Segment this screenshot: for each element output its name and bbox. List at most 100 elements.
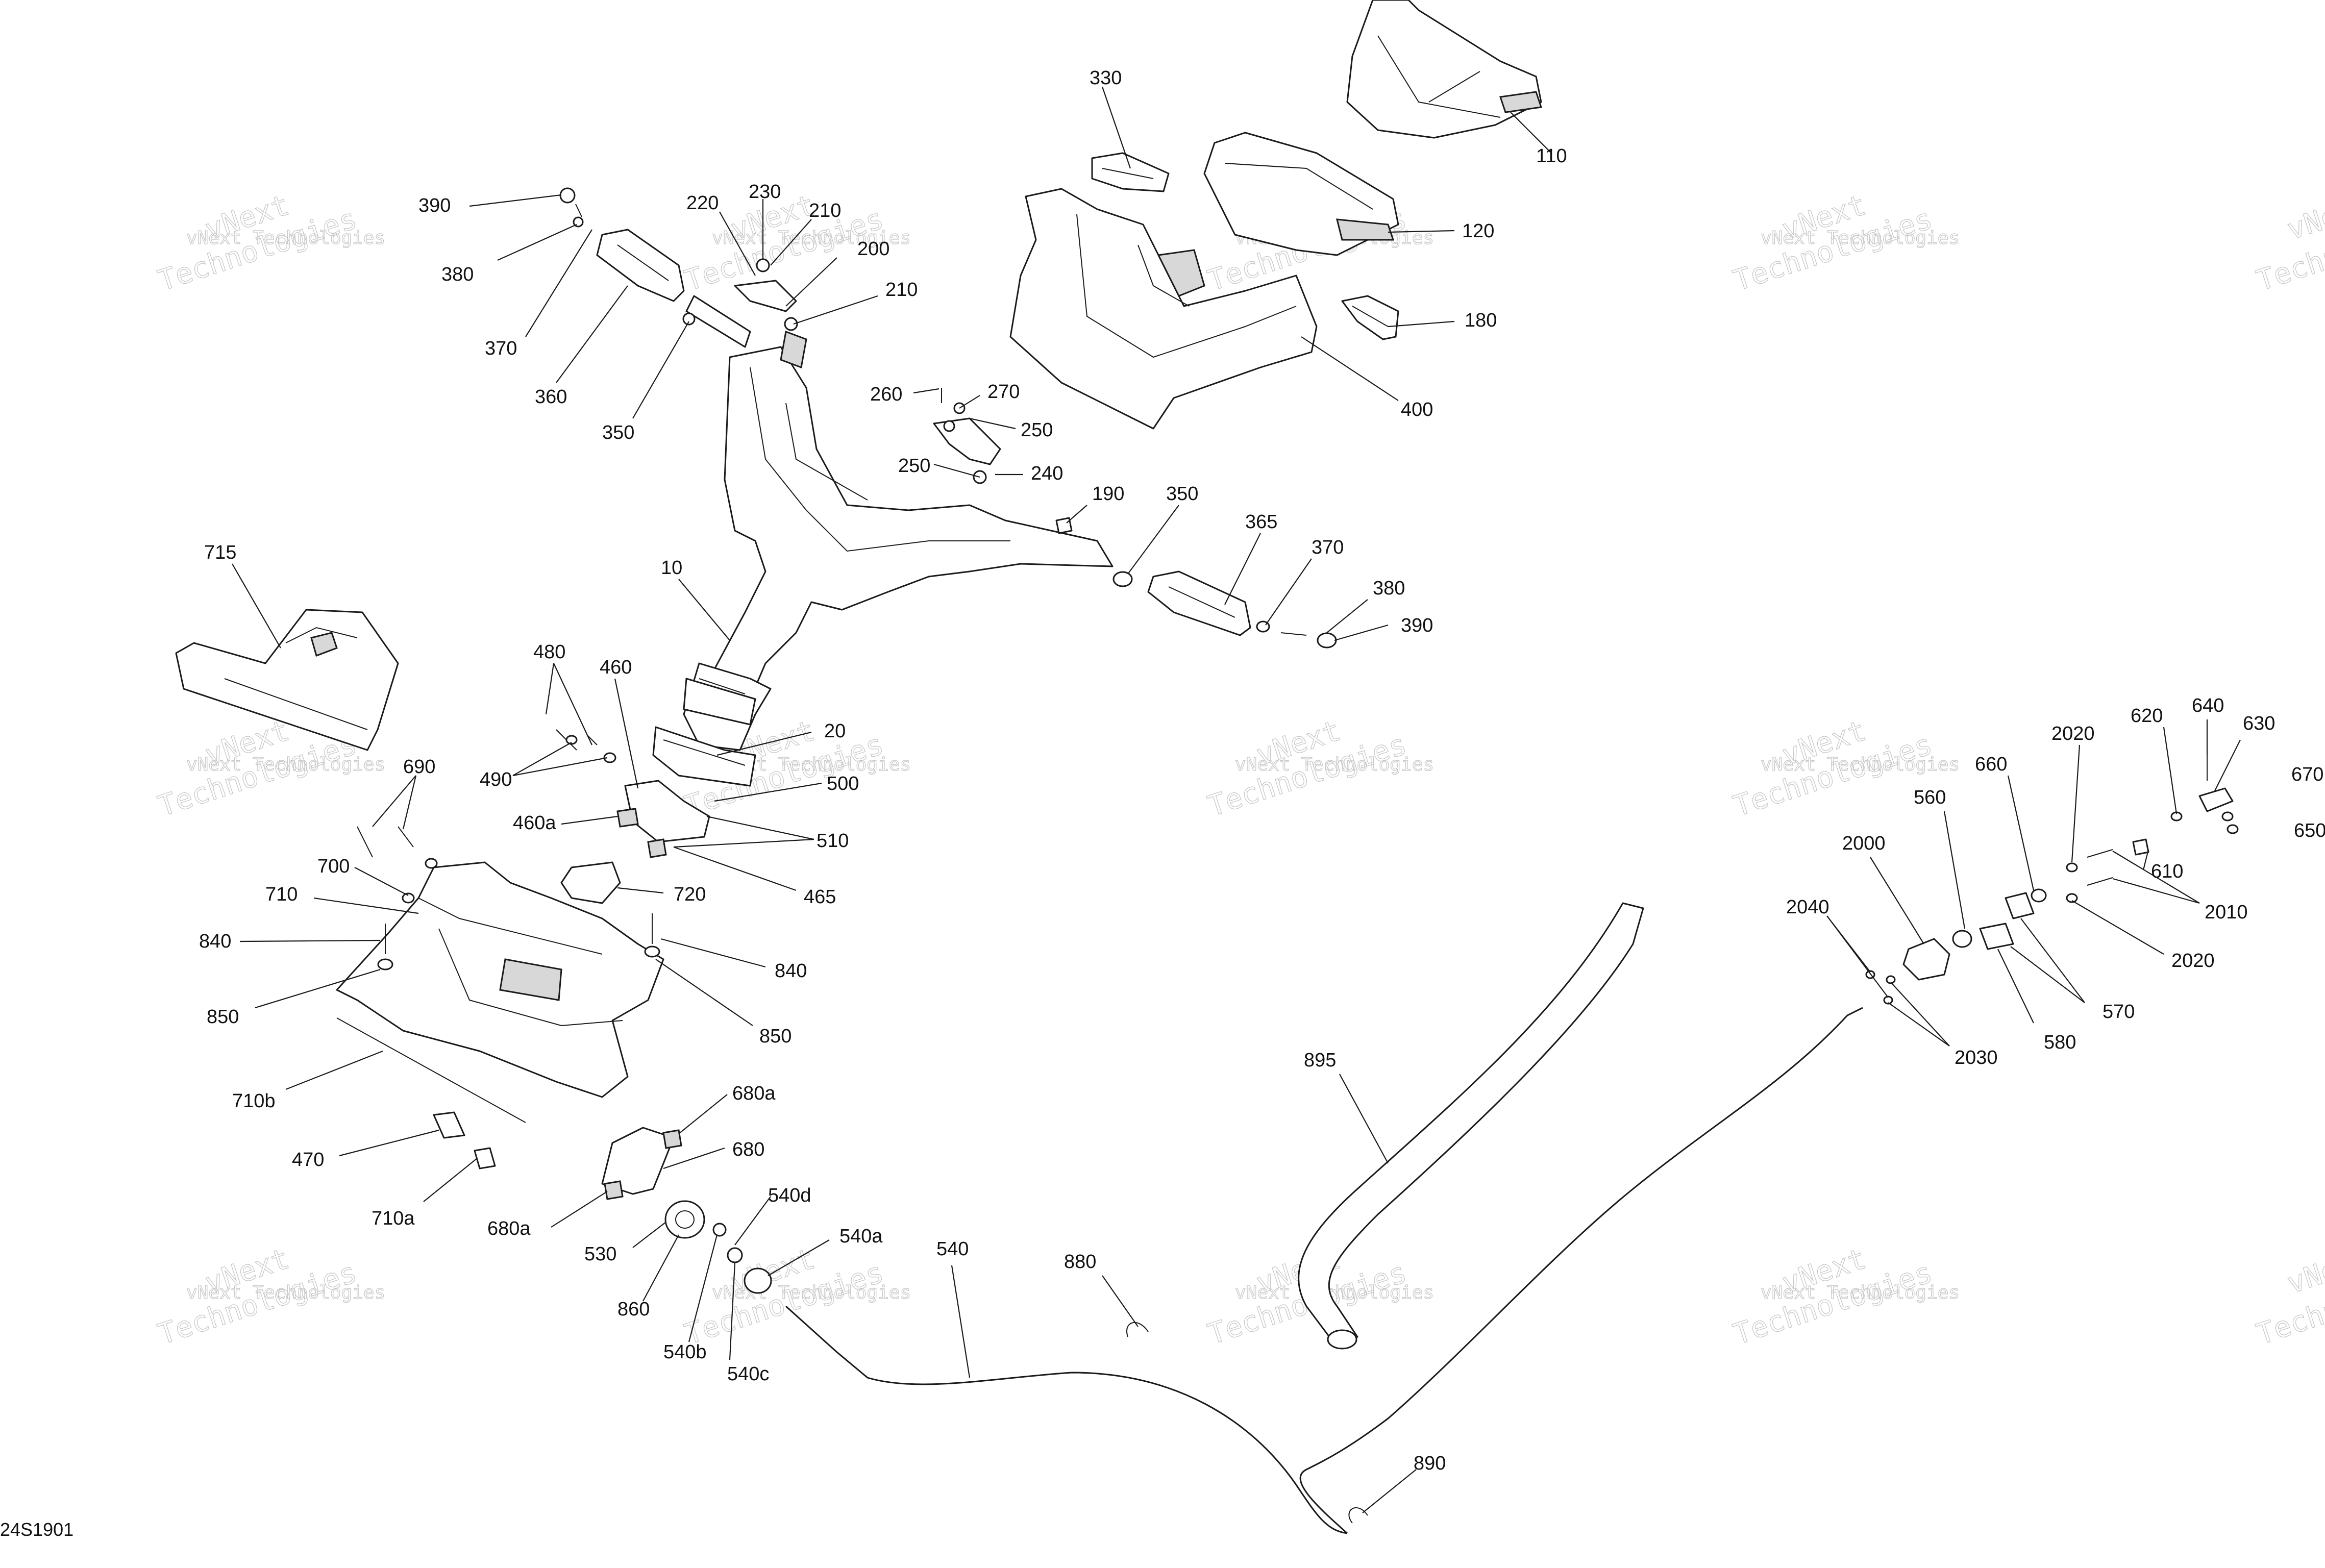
leader-line xyxy=(285,1050,383,1090)
part-470 xyxy=(433,1111,465,1139)
part-10-column xyxy=(683,662,772,751)
watermark: vNext Technologies xyxy=(2253,188,2325,298)
watermark: vNext Technologies vNext Technologies xyxy=(1729,188,1960,298)
leader-line xyxy=(2020,918,2085,1003)
callout-840-left: 840 xyxy=(199,931,231,952)
leader-line xyxy=(617,887,664,894)
callout-510: 510 xyxy=(817,830,849,852)
leader-line xyxy=(913,388,939,394)
leader-line xyxy=(1339,1074,1389,1164)
callout-2040: 2040 xyxy=(1786,897,1829,918)
leader-line xyxy=(2214,739,2241,791)
callout-700: 700 xyxy=(317,856,350,877)
leader-line xyxy=(632,321,689,419)
callout-540b: 540b xyxy=(663,1341,707,1363)
part-895-hose xyxy=(1298,902,1644,1350)
leader-line xyxy=(423,1158,478,1202)
callout-210-top: 210 xyxy=(809,200,841,221)
callout-220: 220 xyxy=(686,192,719,214)
leader-line xyxy=(663,1147,725,1169)
leader-line xyxy=(951,1265,971,1378)
part-180-clip xyxy=(1341,295,1399,340)
watermark-line: vNext xyxy=(2283,188,2325,246)
callout-850-left: 850 xyxy=(207,1006,239,1028)
callout-2000: 2000 xyxy=(1842,833,1886,854)
part-710b-plate xyxy=(336,1017,526,1123)
leader-line xyxy=(673,838,814,848)
leader-line xyxy=(770,219,812,266)
leader-line xyxy=(1301,336,1399,401)
callout-390-right: 390 xyxy=(1401,615,1433,636)
leader-line xyxy=(2071,900,2164,955)
callout-390-left: 390 xyxy=(418,195,451,216)
leader-line xyxy=(2142,849,2149,870)
callout-350-left: 350 xyxy=(602,422,634,443)
leader-line xyxy=(1388,230,1455,233)
watermark: vNext Technologies vNext Technologies xyxy=(154,188,386,298)
callout-850-right: 850 xyxy=(759,1026,792,1047)
callout-10: 10 xyxy=(661,557,682,579)
leader-line xyxy=(525,229,592,337)
callout-350-right: 350 xyxy=(1166,483,1198,505)
leader-line xyxy=(469,194,562,207)
part-365-grip-right xyxy=(1112,570,1337,649)
leader-line xyxy=(793,295,878,325)
part-630-lever xyxy=(2170,755,2239,834)
leader-line xyxy=(1870,857,1924,944)
leader-line xyxy=(632,1222,666,1248)
callout-330: 330 xyxy=(1090,67,1122,89)
watermark-line: vNext Technologies xyxy=(1761,1282,1960,1303)
part-710a xyxy=(474,1147,496,1169)
leader-line xyxy=(1943,811,1966,929)
callout-210-lower: 210 xyxy=(885,279,918,301)
callout-460: 460 xyxy=(600,657,632,678)
leader-line xyxy=(642,1234,679,1302)
callout-540a: 540a xyxy=(839,1226,883,1247)
leader-line xyxy=(969,417,1016,430)
part-2000-housing xyxy=(1865,838,2149,1005)
callout-460a: 460a xyxy=(513,812,556,834)
leader-line xyxy=(553,663,592,745)
leader-line xyxy=(1362,1469,1417,1513)
watermark: vNext Technologies vNext Technologies xyxy=(1729,1242,1960,1352)
callout-190: 190 xyxy=(1092,483,1124,505)
callout-570: 570 xyxy=(2103,1001,2135,1023)
leader-line xyxy=(1101,86,1131,169)
callout-230: 230 xyxy=(749,181,781,203)
leader-line xyxy=(655,959,753,1026)
leader-line xyxy=(785,257,837,307)
leader-line xyxy=(2010,946,2085,1003)
watermark-line: vNext Technologies xyxy=(1235,754,1434,775)
leader-line xyxy=(1890,982,1950,1047)
callout-680a-bottom: 680a xyxy=(487,1218,531,1239)
callout-120: 120 xyxy=(1462,220,1494,242)
callout-2020-top: 2020 xyxy=(2051,723,2095,744)
leader-line xyxy=(512,757,608,777)
part-330-bracket xyxy=(1091,152,1170,192)
callout-110: 110 xyxy=(1536,145,1567,167)
callout-200: 200 xyxy=(857,238,889,260)
callout-630: 630 xyxy=(2243,713,2275,734)
callout-560: 560 xyxy=(1914,787,1946,808)
callout-660: 660 xyxy=(1975,754,2007,775)
leader-line xyxy=(2112,851,2200,904)
leader-line xyxy=(660,938,766,968)
callout-2020-bottom: 2020 xyxy=(2171,950,2215,972)
leader-line xyxy=(734,1196,771,1246)
callout-365: 365 xyxy=(1245,511,1277,533)
leader-line xyxy=(232,563,281,649)
leader-line xyxy=(551,1191,608,1228)
callout-540c: 540c xyxy=(727,1363,769,1385)
leader-line xyxy=(239,939,381,942)
callout-680a-top: 680a xyxy=(732,1083,776,1104)
callout-540: 540 xyxy=(936,1238,969,1260)
watermark-line: vNext Technologies xyxy=(712,228,911,248)
callout-380-left: 380 xyxy=(441,264,474,285)
leader-line xyxy=(1826,915,1889,998)
watermark-line: vNext Technologies xyxy=(186,1282,385,1303)
callout-690: 690 xyxy=(403,756,435,778)
leader-line xyxy=(1334,624,1389,641)
part-200-switch xyxy=(734,258,798,331)
leader-line xyxy=(1888,1002,1950,1047)
callout-2010: 2010 xyxy=(2205,902,2248,923)
